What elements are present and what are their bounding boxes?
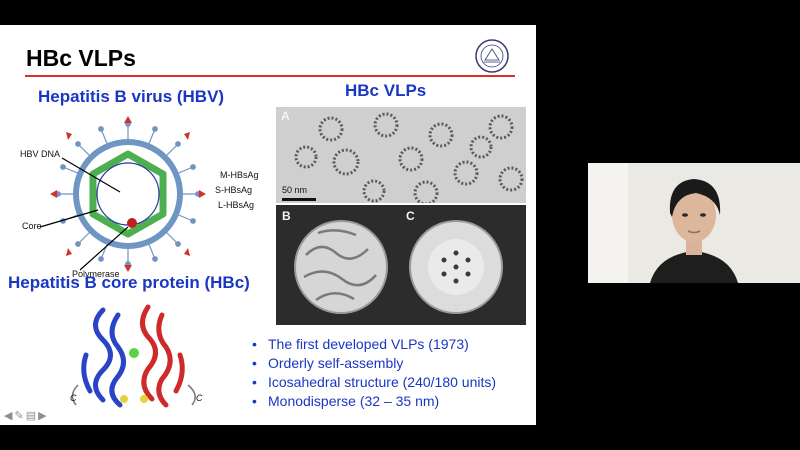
presenter-avatar xyxy=(588,163,800,283)
polymerase-label: Polymerase xyxy=(72,269,120,279)
m-hbsag-label: M-HBsAg xyxy=(220,170,259,180)
panel-c-label: C xyxy=(406,209,415,223)
red-arrow-markers xyxy=(50,116,206,272)
scale-bar xyxy=(282,198,316,201)
pen-icon[interactable]: ✎ xyxy=(14,410,24,422)
vlp-particles xyxy=(294,112,524,203)
slide-title: HBc VLPs xyxy=(26,45,136,71)
electron-micrograph-panel: A 50 nm xyxy=(276,107,526,203)
core-protein-heading: Hepatitis B core protein (HBc) xyxy=(8,273,250,292)
menu-icon[interactable]: ▤ xyxy=(25,410,37,422)
bullet-item: Orderly self-assembly xyxy=(252,354,496,373)
panel-a-label: A xyxy=(281,109,290,123)
l-hbsag-label: L-HBsAg xyxy=(218,200,255,210)
hbv-virus-diagram xyxy=(39,116,206,272)
bullet-item: The first developed VLPs (1973) xyxy=(252,335,496,354)
presenter-webcam-video[interactable] xyxy=(588,163,800,283)
panel-b-label: B xyxy=(282,209,291,223)
vlp-heading: HBc VLPs xyxy=(345,81,427,100)
slide-navigation-toolbar: ◀ ✎ ▤ ▶ xyxy=(4,409,47,422)
capsid-reconstructions xyxy=(294,220,503,314)
hbc-protein-structure xyxy=(71,304,196,408)
hbv-heading: Hepatitis B virus (HBV) xyxy=(38,87,225,106)
arrow-right-icon[interactable]: ▶ xyxy=(38,410,47,422)
presentation-slide: HBc VLPs Hepatitis B virus (HBV) HBc VLP… xyxy=(0,25,536,425)
scale-bar-label: 50 nm xyxy=(282,185,308,195)
s-hbsag-label: S-HBsAg xyxy=(215,185,253,195)
protein-c-terminus-right-label: C xyxy=(196,393,203,403)
capsid-reconstruction-panel: B C xyxy=(276,205,526,325)
protein-c-terminus-left-label: C xyxy=(70,393,77,403)
feature-bullet-list: The first developed VLPs (1973) Orderly … xyxy=(252,335,496,411)
arrow-left-icon[interactable]: ◀ xyxy=(4,410,13,422)
hbv-dna-label: HBV DNA xyxy=(20,149,61,159)
title-divider xyxy=(25,75,515,77)
university-seal-icon xyxy=(475,39,509,73)
bullet-item: Icosahedral structure (240/180 units) xyxy=(252,373,496,392)
core-label: Core xyxy=(22,221,42,231)
core-capsid xyxy=(89,150,167,238)
polymerase-dot xyxy=(127,218,137,228)
bullet-item: Monodisperse (32 – 35 nm) xyxy=(252,392,496,411)
